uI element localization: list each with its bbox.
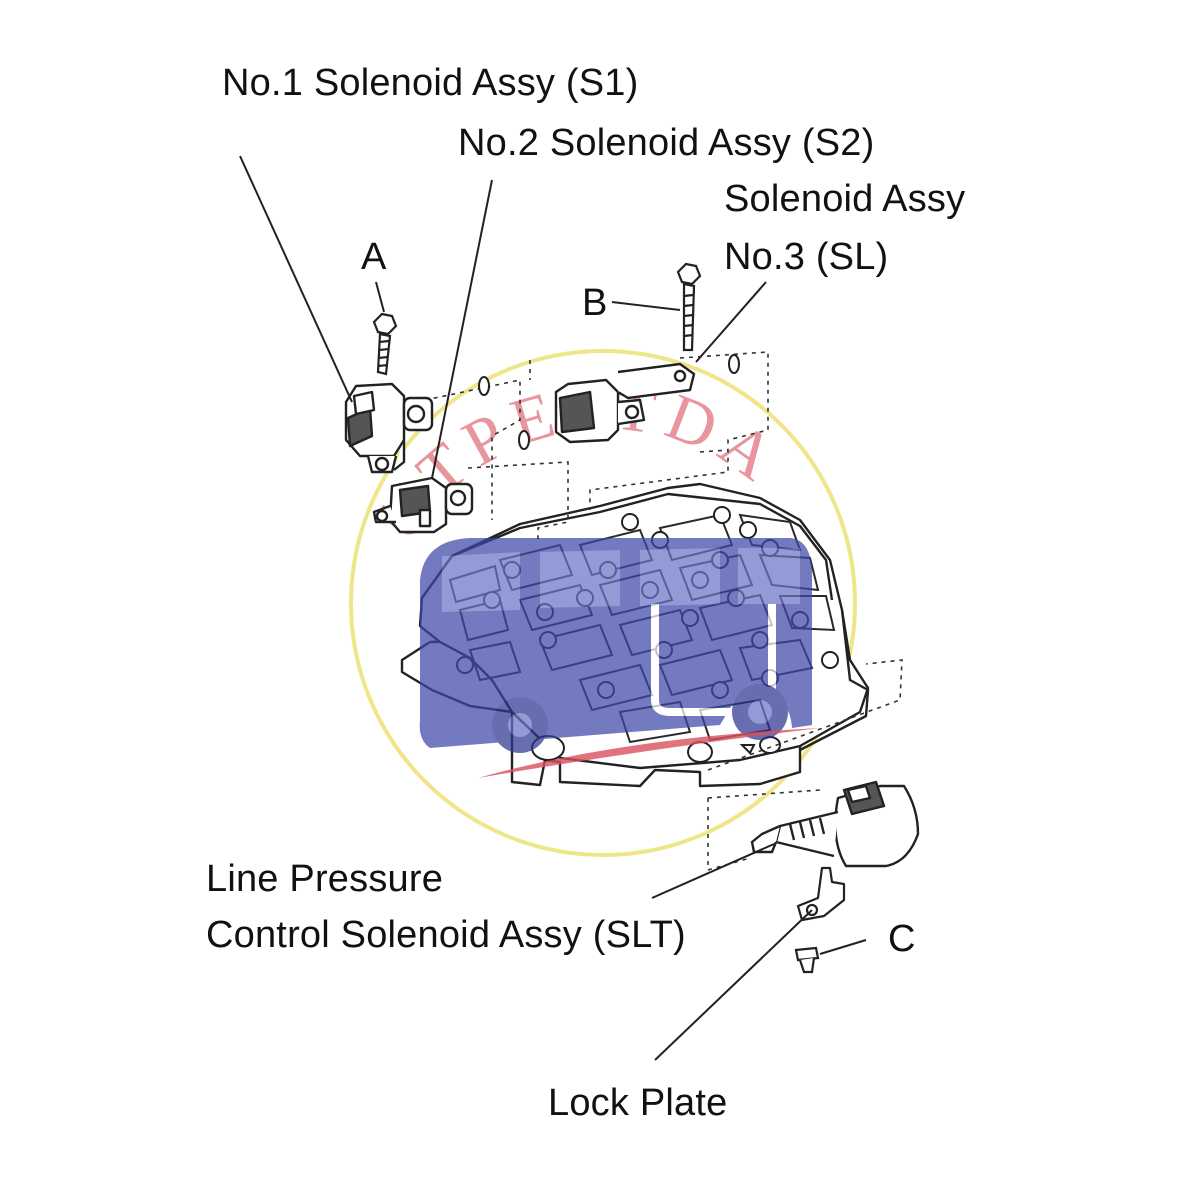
watermark-circle bbox=[349, 349, 857, 857]
solenoid-slt bbox=[750, 780, 920, 868]
label-lock-plate: Lock Plate bbox=[548, 1082, 728, 1124]
label-s1: No.1 Solenoid Assy (S1) bbox=[222, 62, 639, 104]
label-c: C bbox=[888, 918, 916, 960]
leader-lines bbox=[239, 155, 867, 1061]
lock-plate bbox=[796, 866, 846, 922]
label-sl-line2: No.3 (SL) bbox=[724, 236, 889, 278]
solenoid-sl bbox=[554, 362, 696, 444]
bolt-b bbox=[676, 262, 702, 352]
solenoid-s2 bbox=[372, 476, 474, 534]
watermark-bus-logo bbox=[419, 538, 812, 753]
label-b: B bbox=[582, 282, 608, 324]
label-slt-line2: Control Solenoid Assy (SLT) bbox=[206, 914, 686, 956]
alignment-guides bbox=[415, 351, 903, 872]
sl-o-rings bbox=[728, 354, 740, 374]
label-a: A bbox=[361, 236, 387, 278]
label-slt-line1: Line Pressure bbox=[206, 858, 444, 900]
solenoid-s1 bbox=[344, 382, 434, 474]
bolt-c bbox=[794, 946, 820, 974]
label-sl-line1: Solenoid Assy bbox=[724, 178, 966, 220]
bolt-a bbox=[372, 312, 398, 376]
s1-o-rings bbox=[478, 376, 530, 450]
label-s2: No.2 Solenoid Assy (S2) bbox=[458, 122, 875, 164]
